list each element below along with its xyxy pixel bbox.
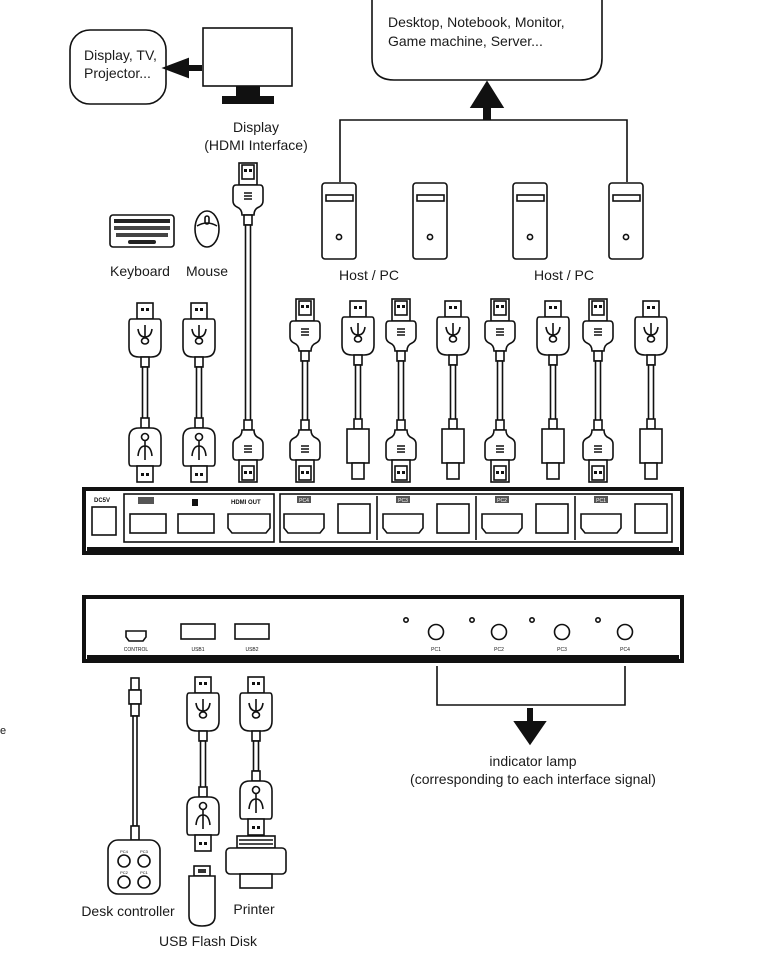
usb-port-icon [138, 497, 154, 504]
pc-group-2: PC2 [481, 496, 569, 534]
control-label: CONTROL [124, 647, 149, 653]
desk-button-pc2[interactable] [117, 875, 131, 889]
pc2-label: PC2 [494, 647, 504, 653]
hdmi-out-port [227, 513, 271, 534]
pc1-label: PC1 [431, 647, 441, 653]
indicator-led-pc1 [402, 616, 409, 623]
select-button-pc4[interactable] [616, 623, 634, 641]
host-pc-icon [321, 182, 357, 260]
display-label-line1: Display [233, 119, 279, 135]
kvm-front-panel: CONTROL USB1 USB2 [82, 595, 684, 663]
svg-text:PC1: PC1 [596, 498, 606, 504]
usb-mouse-port [177, 513, 215, 534]
usb-flash-label: USB Flash Disk [159, 933, 258, 949]
keyboard-icon [109, 214, 175, 248]
indicator-led-pc3 [528, 616, 535, 623]
desk-controller-label: Desk controller [81, 903, 175, 919]
usb2-port [234, 623, 270, 640]
select-button-pc2[interactable] [490, 623, 508, 641]
usb1-port [180, 623, 216, 640]
host-pc-icon [512, 182, 548, 260]
display-targets-line1: Display, TV, [84, 47, 157, 63]
desk-button-pc1[interactable] [137, 875, 151, 889]
pc-group-4: PC4 [283, 496, 371, 534]
usb-mouse-cable [182, 302, 216, 483]
pc-group-ports: PC4 PC3 PC2 PC1 [283, 496, 668, 534]
source-box-line2: Game machine, Server... [388, 33, 543, 49]
display-targets-bubble: Display, TV, Projector... [69, 29, 167, 105]
svg-text:PC1: PC1 [140, 870, 149, 875]
pc-group-1: PC1 [580, 496, 668, 534]
usb-keyboard-cable [128, 302, 162, 483]
indicator-bracket [436, 666, 626, 706]
usb-printer-cable [239, 676, 273, 836]
hosts-bracket [339, 119, 628, 182]
monitor-icon [202, 27, 293, 104]
hdmi-out-label: HDMI OUT [231, 500, 261, 506]
svg-text:PC4: PC4 [120, 849, 129, 854]
usb-flash-disk-icon [188, 865, 216, 927]
arrow-down-icon [513, 708, 547, 746]
hosts-right-label: Host / PC [534, 267, 594, 283]
hosts-left-label: Host / PC [339, 267, 399, 283]
arrow-left-icon [161, 57, 202, 79]
pc4-label: PC4 [620, 647, 630, 653]
printer-label: Printer [233, 901, 275, 917]
mouse-label: Mouse [186, 263, 228, 279]
svg-text:PC3: PC3 [398, 498, 408, 504]
desk-button-pc3[interactable] [137, 854, 151, 868]
host-pc-icon [608, 182, 644, 260]
dc5v-label: DC5V [94, 498, 110, 504]
usb2-label: USB2 [245, 647, 258, 653]
pc-group-3: PC3 [382, 496, 470, 534]
indicator-line1: indicator lamp [489, 753, 576, 769]
source-box-line1: Desktop, Notebook, Monitor, [388, 14, 565, 30]
svg-text:PC3: PC3 [140, 849, 149, 854]
indicator-led-pc4 [594, 616, 601, 623]
usb-flash-cable [186, 676, 220, 852]
dc5v-port [91, 506, 117, 536]
hdmi-display-cable [232, 162, 264, 483]
control-port [125, 630, 147, 642]
cropped-text-fragment: e [0, 725, 6, 737]
indicator-line2: (corresponding to each interface signal) [410, 771, 656, 787]
svg-text:PC2: PC2 [497, 498, 507, 504]
host-cable-set [289, 298, 668, 483]
display-targets-line2: Projector... [84, 65, 151, 81]
arrow-up-icon [469, 80, 505, 120]
usb-keyboard-port [129, 513, 167, 534]
select-button-pc3[interactable] [553, 623, 571, 641]
host-pc-icon [412, 182, 448, 260]
front-panel-buttons: PC1 PC2 PC3 PC4 [402, 616, 634, 653]
svg-text:PC2: PC2 [120, 870, 129, 875]
usb1-label: USB1 [191, 647, 204, 653]
indicator-led-pc2 [468, 616, 475, 623]
printer-icon [225, 835, 287, 889]
display-label-line2: (HDMI Interface) [204, 137, 307, 153]
keyboard-label: Keyboard [110, 263, 170, 279]
source-devices-bubble: Desktop, Notebook, Monitor, Game machine… [371, 0, 603, 81]
desk-button-pc4[interactable] [117, 854, 131, 868]
pc3-label: PC3 [557, 647, 567, 653]
mouse-icon [194, 210, 220, 248]
select-button-pc1[interactable] [427, 623, 445, 641]
svg-text:PC4: PC4 [299, 498, 309, 504]
desk-controller-icon: PC4 PC3 PC2 PC1 [107, 839, 161, 895]
mouse-port-icon [192, 499, 198, 506]
desk-controller-cable [128, 677, 142, 841]
